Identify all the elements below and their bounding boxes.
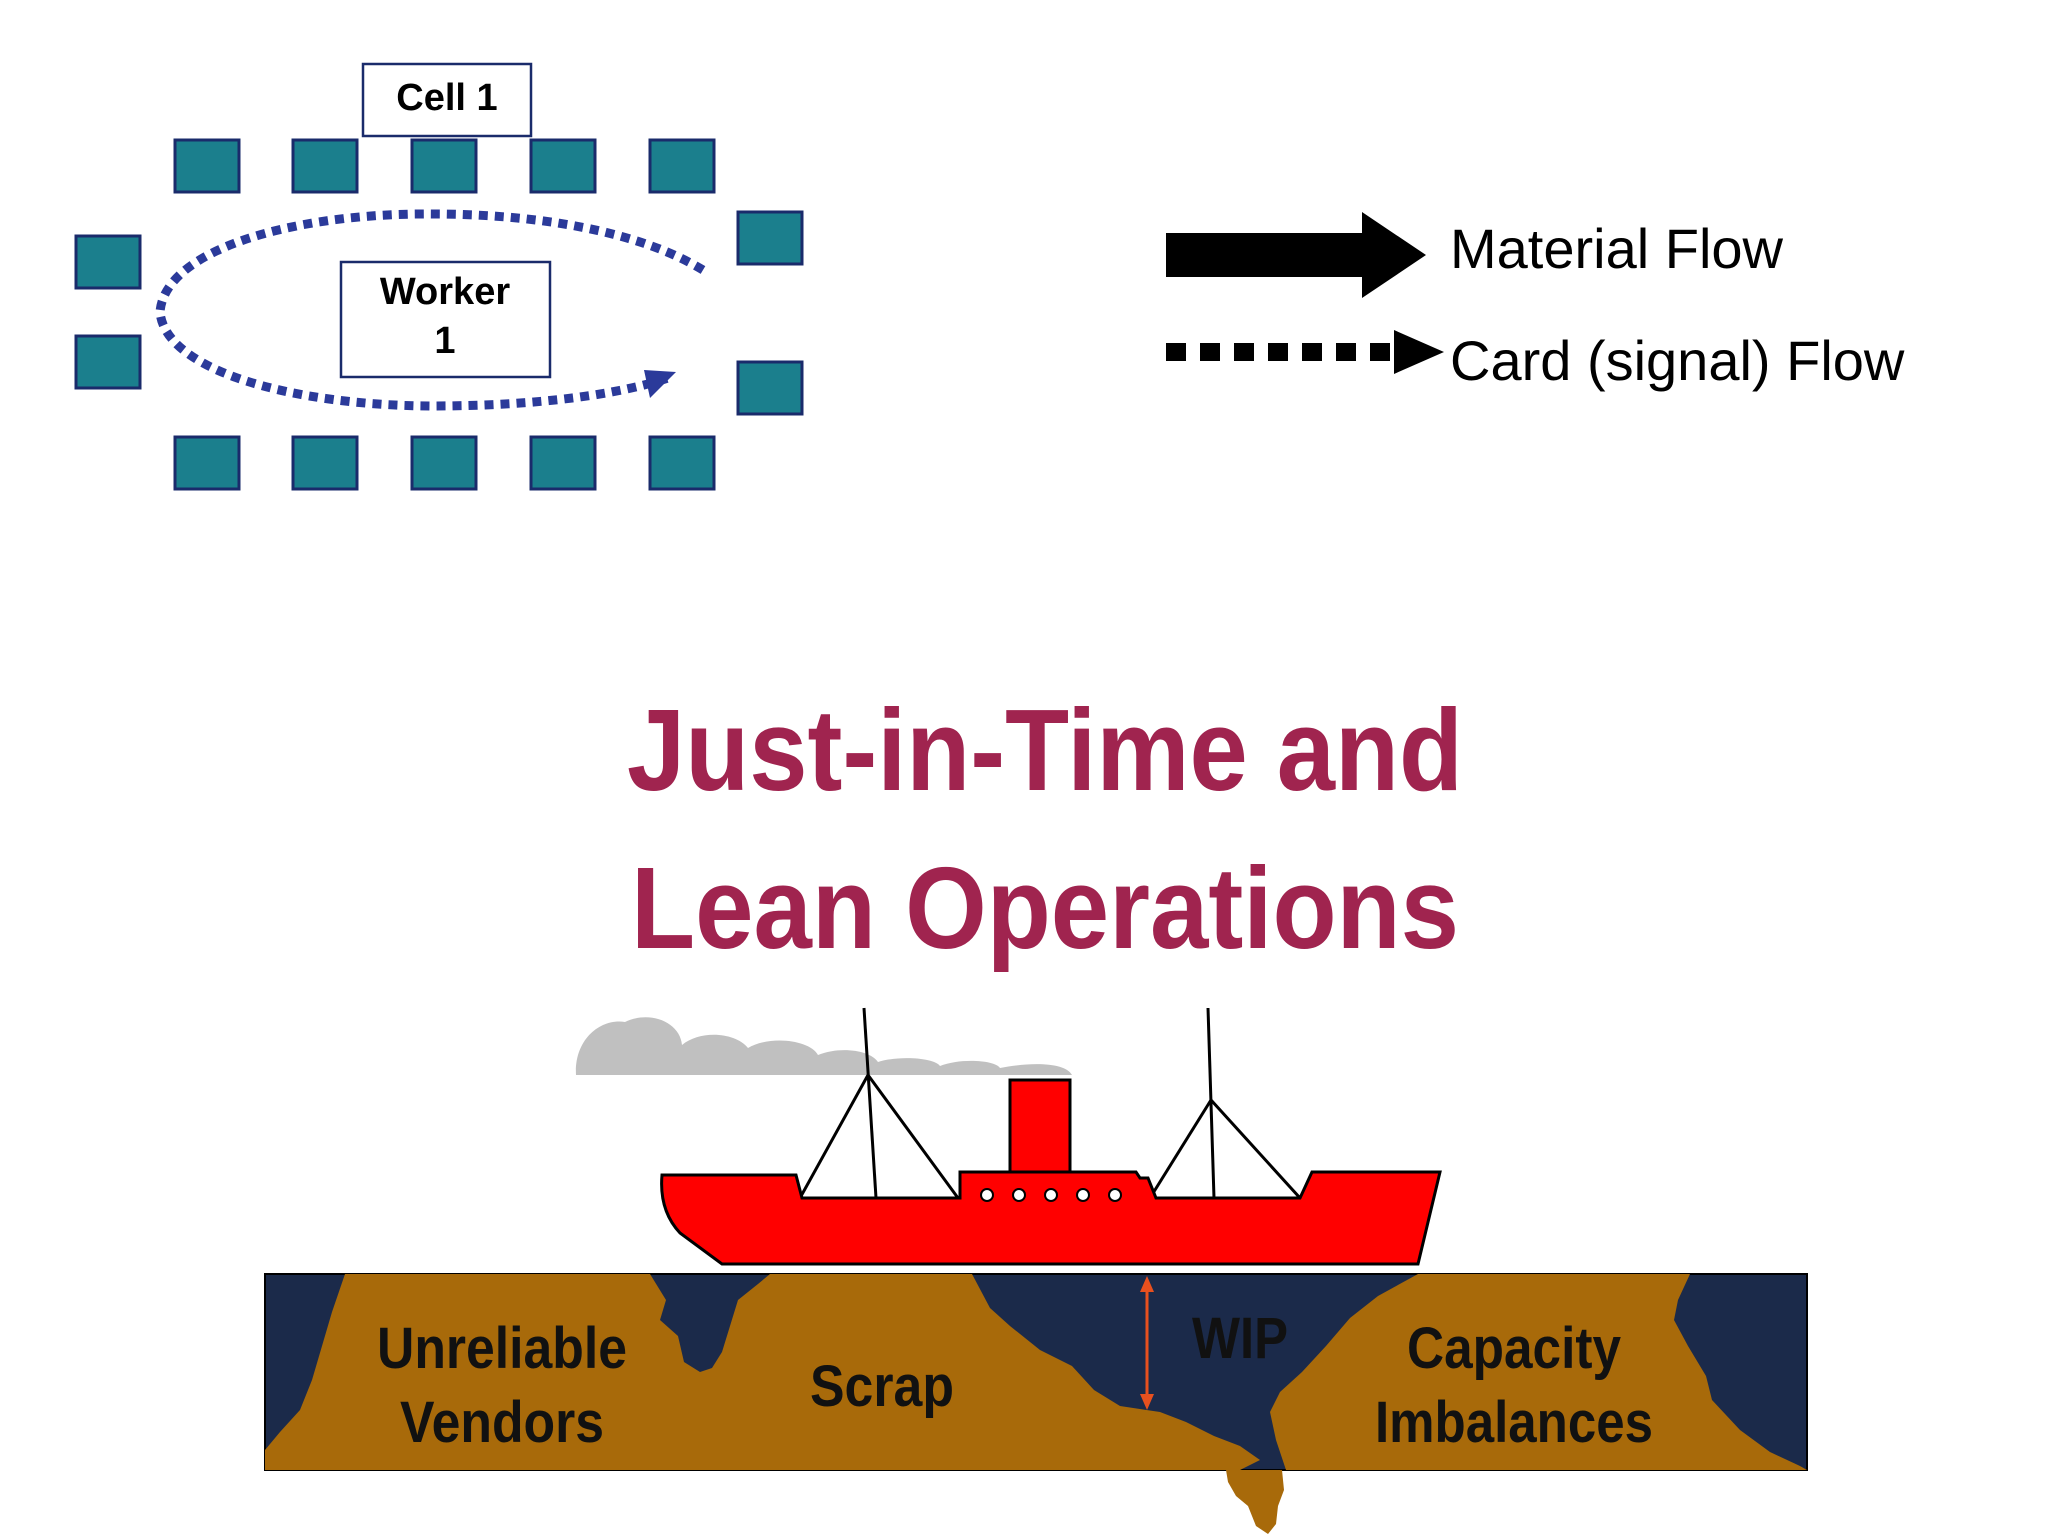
worker-label-line1: Worker [380, 271, 510, 313]
rock-label-capacity-line2: Imbalances [1375, 1390, 1653, 1455]
workstation [648, 138, 716, 194]
cell-diagram: Cell 1 Worker 1 [74, 62, 804, 491]
rock-left [265, 1274, 1260, 1470]
rock-label-unreliable-line1: Unreliable [377, 1316, 627, 1381]
workstation [410, 435, 478, 491]
ship-portholes [980, 1188, 1122, 1202]
workstation [173, 138, 241, 194]
ship-rigging [798, 1007, 1302, 1200]
workstation [291, 138, 359, 194]
worker-label-line2: 1 [434, 320, 455, 362]
ship-smokestack [1008, 1078, 1072, 1177]
wip-arrow-head-bottom [1140, 1394, 1154, 1410]
rock-bottom-tip [1226, 1470, 1284, 1534]
rock-right [1270, 1274, 1807, 1470]
workstation [529, 435, 597, 491]
rock-label-capacity-line1: Capacity [1407, 1316, 1621, 1381]
workstation [529, 138, 597, 194]
water-and-rocks: Unreliable Vendors Scrap WIP Capacity Im… [264, 1273, 1808, 1534]
smoke-cloud [575, 1017, 1072, 1075]
ship-hull [660, 1170, 1442, 1266]
legend: Material Flow Card (signal) Flow [1166, 212, 1905, 392]
workstation [74, 234, 142, 290]
workstation [291, 435, 359, 491]
title-line2: Lean Operations [631, 843, 1459, 973]
title-line1: Just-in-Time and [627, 685, 1463, 815]
rock-label-unreliable-line2: Vendors [400, 1390, 604, 1455]
workstation [410, 138, 478, 194]
cell-label: Cell 1 [396, 77, 497, 119]
card-flow-label: Card (signal) Flow [1450, 329, 1905, 392]
workstation [736, 210, 804, 266]
workstation [736, 360, 804, 416]
material-flow-label: Material Flow [1450, 217, 1784, 280]
material-flow-arrow [1166, 212, 1426, 298]
card-flow-arrowhead [644, 370, 676, 398]
card-flow-loop [155, 209, 706, 411]
rock-label-wip: WIP [1192, 1306, 1288, 1371]
wip-arrow-head-top [1140, 1276, 1154, 1292]
title: Just-in-Time and Lean Operations [627, 685, 1463, 973]
worker-label-box [339, 260, 552, 379]
ship-illustration [575, 1007, 1442, 1266]
workstation [173, 435, 241, 491]
workstation [74, 334, 142, 390]
card-flow-legend-arrowhead [1394, 330, 1444, 374]
workstation [648, 435, 716, 491]
rock-label-scrap: Scrap [810, 1354, 954, 1419]
cell-label-box [361, 62, 533, 138]
